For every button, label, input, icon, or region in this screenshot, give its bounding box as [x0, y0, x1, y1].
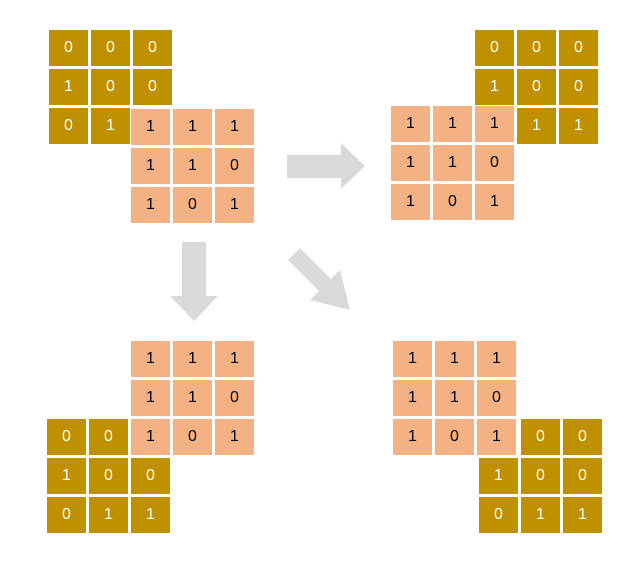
- salmon-cell: 1: [434, 340, 475, 378]
- gold-cell: 0: [562, 418, 603, 456]
- gold-cell: 0: [130, 457, 171, 495]
- gold-cell: 0: [132, 29, 173, 67]
- salmon-cell: 0: [434, 418, 475, 456]
- salmon-cell: 1: [474, 105, 515, 143]
- salmon-cell: 1: [432, 105, 473, 143]
- gold-cell: 0: [88, 418, 129, 456]
- gold-cell: 0: [132, 68, 173, 106]
- salmon-cell: 1: [474, 183, 515, 221]
- salmon-cell: 0: [172, 418, 213, 456]
- salmon-cell: 1: [172, 379, 213, 417]
- gold-cell: 0: [48, 107, 89, 145]
- salmon-cell: 1: [434, 379, 475, 417]
- gold-cell: 0: [48, 29, 89, 67]
- salmon-cell: 1: [130, 379, 171, 417]
- salmon-cell: 1: [390, 105, 431, 143]
- salmon-cell: 0: [214, 379, 255, 417]
- salmon-cell: 1: [392, 379, 433, 417]
- gold-cell: 0: [520, 418, 561, 456]
- salmon-cell: 1: [390, 144, 431, 182]
- gold-cell: 0: [46, 418, 87, 456]
- salmon-cell: 1: [172, 108, 213, 146]
- salmon-cell: 1: [214, 340, 255, 378]
- salmon-cell: 0: [432, 183, 473, 221]
- salmon-cell: 1: [392, 340, 433, 378]
- gold-cell: 0: [558, 68, 599, 106]
- salmon-cell: 1: [432, 144, 473, 182]
- salmon-cell: 1: [130, 108, 171, 146]
- gold-cell: 1: [558, 107, 599, 145]
- gold-cell: 0: [88, 457, 129, 495]
- diagonal-arrow: [288, 248, 350, 310]
- salmon-cell: 0: [474, 144, 515, 182]
- salmon-cell: 1: [130, 340, 171, 378]
- salmon-cell: 1: [214, 418, 255, 456]
- salmon-cell: 0: [172, 186, 213, 224]
- salmon-cell: 1: [130, 418, 171, 456]
- salmon-cell: 1: [172, 340, 213, 378]
- salmon-cell: 1: [476, 418, 517, 456]
- right-arrow: [287, 143, 365, 189]
- salmon-cell: 1: [392, 418, 433, 456]
- gold-cell: 0: [558, 29, 599, 67]
- gold-cell: 1: [130, 496, 171, 534]
- gold-cell: 1: [474, 68, 515, 106]
- gold-cell: 0: [478, 496, 519, 534]
- gold-cell: 0: [90, 29, 131, 67]
- gold-cell: 1: [478, 457, 519, 495]
- gold-cell: 0: [474, 29, 515, 67]
- salmon-cell: 0: [476, 379, 517, 417]
- gold-cell: 0: [90, 68, 131, 106]
- gold-cell: 1: [90, 107, 131, 145]
- gold-cell: 1: [88, 496, 129, 534]
- gold-cell: 1: [46, 457, 87, 495]
- salmon-cell: 0: [214, 147, 255, 185]
- salmon-cell: 1: [476, 340, 517, 378]
- salmon-cell: 1: [390, 183, 431, 221]
- gold-cell: 0: [46, 496, 87, 534]
- gold-cell: 1: [48, 68, 89, 106]
- salmon-cell: 1: [214, 108, 255, 146]
- gold-cell: 1: [520, 496, 561, 534]
- gold-cell: 0: [516, 29, 557, 67]
- salmon-cell: 1: [172, 147, 213, 185]
- down-arrow: [170, 242, 218, 321]
- gold-cell: 0: [516, 68, 557, 106]
- gold-cell: 0: [562, 457, 603, 495]
- salmon-cell: 1: [214, 186, 255, 224]
- salmon-cell: 1: [130, 186, 171, 224]
- salmon-cell: 1: [130, 147, 171, 185]
- gold-cell: 1: [516, 107, 557, 145]
- gold-cell: 0: [520, 457, 561, 495]
- gold-cell: 1: [562, 496, 603, 534]
